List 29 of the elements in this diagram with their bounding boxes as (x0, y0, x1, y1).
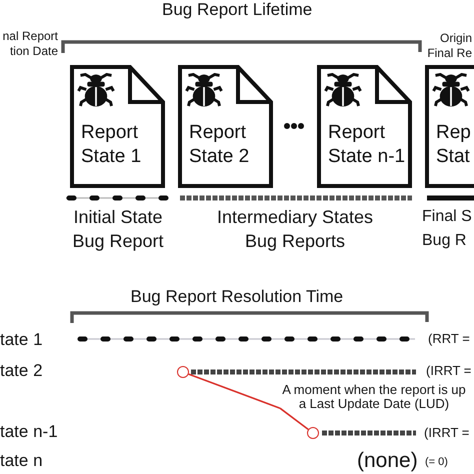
annotation-text: A moment when the report is up a Last Update Date (LUD) (280, 383, 468, 411)
value-label: (RRT = (428, 332, 470, 346)
leader-line (280, 408, 309, 430)
section-heading: Bug Report Lifetime (162, 0, 312, 20)
report-document (70, 65, 165, 188)
row-label: tate n (0, 451, 43, 471)
highlight-circle (307, 427, 319, 439)
value-label: (none) (357, 449, 418, 473)
group-caption: Final S Bug R (422, 207, 473, 251)
report-document (317, 65, 412, 188)
group-caption: Initial State Bug Report (71, 206, 165, 253)
row-label: tate 1 (0, 330, 43, 350)
row-label: tate n-1 (0, 422, 58, 442)
report-document (178, 65, 273, 188)
leader-line (188, 373, 280, 409)
value-label: (= 0) (425, 455, 448, 469)
document-label: Rep Stat (436, 121, 472, 169)
highlight-circle (177, 366, 189, 378)
value-label: (IRRT = (424, 426, 470, 440)
value-label: (IRRT = (426, 364, 472, 378)
group-caption: Intermediary States Bug Reports (216, 206, 374, 253)
section-heading: Bug Report Resolution Time (130, 287, 344, 307)
report-document (425, 65, 474, 188)
date-label: Origin Final Re (426, 31, 472, 61)
document-label: Report State 2 (189, 121, 250, 169)
document-label: Report State n-1 (328, 121, 406, 169)
document-label: Report State 1 (81, 121, 142, 169)
date-label: nal Report tion Date (2, 29, 58, 59)
row-label: tate 2 (0, 361, 43, 381)
